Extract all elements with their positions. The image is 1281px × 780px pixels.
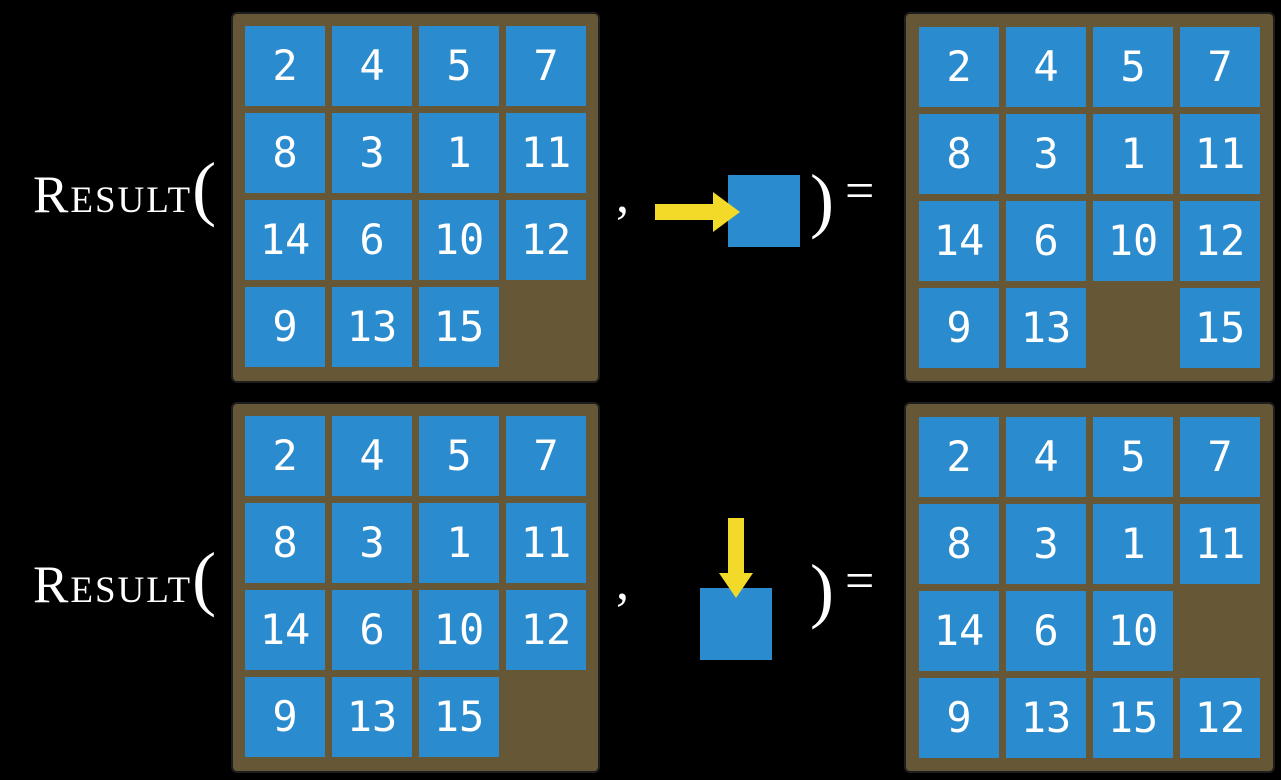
arrow-right-icon bbox=[655, 192, 740, 232]
equals-sign-2: = bbox=[845, 553, 875, 610]
puzzle-tile-5: 5 bbox=[419, 416, 499, 496]
puzzle-tile-1: 1 bbox=[1093, 114, 1173, 194]
puzzle-tile-2: 2 bbox=[245, 416, 325, 496]
puzzle-tile-3: 3 bbox=[332, 113, 412, 193]
puzzle-tile-12: 12 bbox=[506, 590, 586, 670]
empty-cell bbox=[506, 287, 586, 367]
puzzle-tile-3: 3 bbox=[1006, 114, 1086, 194]
puzzle-tile-7: 7 bbox=[506, 416, 586, 496]
puzzle-tile-8: 8 bbox=[245, 113, 325, 193]
puzzle-tile-6: 6 bbox=[1006, 591, 1086, 671]
puzzle-tile-2: 2 bbox=[919, 417, 999, 497]
puzzle-tile-9: 9 bbox=[919, 288, 999, 368]
puzzle-tile-12: 12 bbox=[506, 200, 586, 280]
puzzle-tile-4: 4 bbox=[332, 26, 412, 106]
puzzle-tile-13: 13 bbox=[332, 677, 412, 757]
puzzle-tile-8: 8 bbox=[919, 504, 999, 584]
moved-tile-square-2 bbox=[700, 588, 772, 660]
close-paren-1: ) bbox=[810, 160, 834, 240]
equals-sign-1: = bbox=[845, 163, 875, 220]
puzzle-tile-1: 1 bbox=[419, 503, 499, 583]
puzzle-tile-13: 13 bbox=[332, 287, 412, 367]
open-paren: ( bbox=[192, 148, 217, 228]
puzzle-tile-6: 6 bbox=[1006, 201, 1086, 281]
puzzle-tile-9: 9 bbox=[245, 287, 325, 367]
puzzle-tile-10: 10 bbox=[419, 590, 499, 670]
puzzle-tile-5: 5 bbox=[1093, 417, 1173, 497]
puzzle-tile-11: 11 bbox=[506, 113, 586, 193]
puzzle-tile-2: 2 bbox=[245, 26, 325, 106]
puzzle-tile-14: 14 bbox=[919, 591, 999, 671]
puzzle-tile-10: 10 bbox=[1093, 201, 1173, 281]
puzzle-tile-10: 10 bbox=[1093, 591, 1173, 671]
empty-cell bbox=[1180, 591, 1260, 671]
puzzle-tile-5: 5 bbox=[419, 26, 499, 106]
puzzle-tile-13: 13 bbox=[1006, 288, 1086, 368]
puzzle-tile-9: 9 bbox=[245, 677, 325, 757]
arrow-down-icon bbox=[719, 518, 753, 598]
puzzle-tile-11: 11 bbox=[506, 503, 586, 583]
puzzle-tile-4: 4 bbox=[1006, 417, 1086, 497]
puzzle-tile-4: 4 bbox=[332, 416, 412, 496]
comma-1: , bbox=[616, 167, 629, 224]
open-paren: ( bbox=[192, 538, 217, 618]
moved-tile-square-1 bbox=[728, 175, 800, 247]
empty-cell bbox=[506, 677, 586, 757]
puzzle-tile-15: 15 bbox=[419, 287, 499, 367]
puzzle-tile-4: 4 bbox=[1006, 27, 1086, 107]
result-label-1: Result( bbox=[33, 152, 216, 224]
puzzle-tile-1: 1 bbox=[419, 113, 499, 193]
puzzle-tile-11: 11 bbox=[1180, 504, 1260, 584]
puzzle-tile-15: 15 bbox=[1180, 288, 1260, 368]
puzzle-tile-12: 12 bbox=[1180, 678, 1260, 758]
puzzle-tile-6: 6 bbox=[332, 200, 412, 280]
puzzle-tile-15: 15 bbox=[1093, 678, 1173, 758]
puzzle-tile-5: 5 bbox=[1093, 27, 1173, 107]
function-name: Result bbox=[33, 166, 193, 224]
puzzle-tile-14: 14 bbox=[245, 200, 325, 280]
close-paren-2: ) bbox=[810, 550, 834, 630]
puzzle-tile-7: 7 bbox=[506, 26, 586, 106]
comma-2: , bbox=[616, 554, 629, 611]
function-name: Result bbox=[33, 556, 193, 614]
puzzle-tile-12: 12 bbox=[1180, 201, 1260, 281]
puzzle-tile-7: 7 bbox=[1180, 417, 1260, 497]
puzzle-tile-6: 6 bbox=[332, 590, 412, 670]
puzzle-tile-14: 14 bbox=[245, 590, 325, 670]
puzzle-tile-2: 2 bbox=[919, 27, 999, 107]
puzzle-tile-14: 14 bbox=[919, 201, 999, 281]
puzzle-tile-8: 8 bbox=[245, 503, 325, 583]
puzzle-tile-1: 1 bbox=[1093, 504, 1173, 584]
puzzle-tile-13: 13 bbox=[1006, 678, 1086, 758]
puzzle-tile-10: 10 bbox=[419, 200, 499, 280]
empty-cell bbox=[1093, 288, 1173, 368]
puzzle-tile-7: 7 bbox=[1180, 27, 1260, 107]
puzzle-tile-11: 11 bbox=[1180, 114, 1260, 194]
puzzle-tile-3: 3 bbox=[332, 503, 412, 583]
puzzle-tile-3: 3 bbox=[1006, 504, 1086, 584]
puzzle-tile-8: 8 bbox=[919, 114, 999, 194]
result-label-2: Result( bbox=[33, 542, 216, 614]
puzzle-tile-15: 15 bbox=[419, 677, 499, 757]
puzzle-tile-9: 9 bbox=[919, 678, 999, 758]
